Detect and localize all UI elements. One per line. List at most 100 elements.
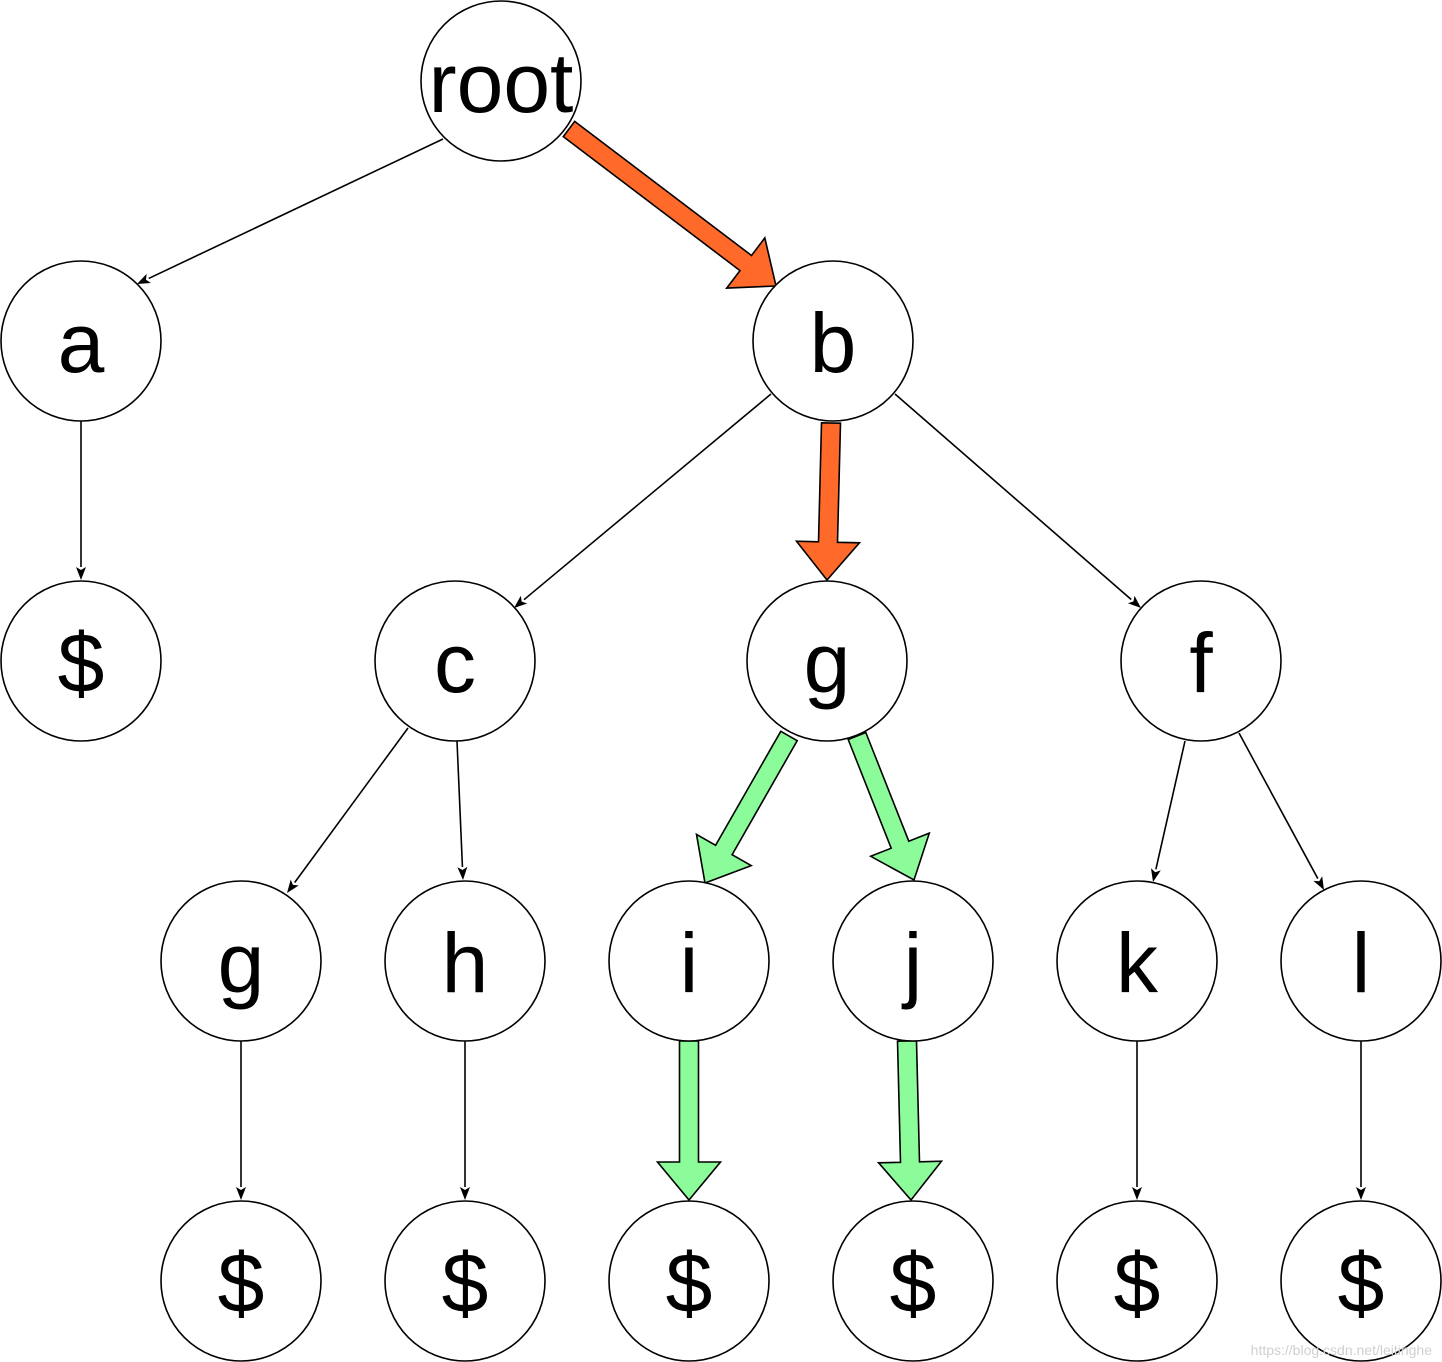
node-a: a: [0, 260, 162, 422]
edge-b-f: [894, 393, 1141, 608]
edge-h-h-end: [460, 1041, 470, 1200]
node-label: $: [218, 1236, 265, 1330]
node-label: i: [680, 916, 699, 1010]
node-label: $: [1114, 1236, 1161, 1330]
arrowhead: [236, 1187, 246, 1200]
arrowhead: [460, 1187, 470, 1200]
node-circle: [384, 880, 546, 1042]
arrowhead: [1313, 876, 1324, 890]
node-label: b: [810, 296, 857, 390]
node-root: root: [420, 0, 582, 162]
arrowhead: [514, 595, 528, 608]
node-label: g: [804, 616, 851, 710]
arrowhead: [137, 273, 151, 284]
edge-root-a: [137, 138, 444, 284]
edge-g2-g2-end: [236, 1041, 246, 1200]
node-label: $: [442, 1236, 489, 1330]
node-circle: [384, 1200, 546, 1362]
node-j-end: $: [832, 1200, 994, 1362]
node-circle: [1120, 580, 1282, 742]
arrowhead: [457, 866, 468, 880]
green-highlight-arrow: [695, 730, 799, 885]
arrowhead: [1132, 1187, 1142, 1200]
node-circle: [1056, 1200, 1218, 1362]
node-label: a: [58, 296, 105, 390]
node-circle: [0, 260, 162, 422]
arrowhead: [1356, 1187, 1366, 1200]
node-h: h: [384, 880, 546, 1042]
node-j: j: [832, 880, 994, 1042]
edge-g1-j: [847, 731, 931, 882]
node-g2-end: $: [160, 1200, 322, 1362]
orange-highlight-arrow: [562, 120, 777, 289]
edge-line: [148, 138, 444, 280]
green-highlight-arrow: [655, 1040, 723, 1202]
node-circle: [0, 580, 162, 742]
edge-k-k-end: [1132, 1041, 1142, 1200]
node-label: h: [442, 916, 489, 1010]
node-label: j: [901, 916, 923, 1010]
edge-root-b: [562, 120, 777, 289]
node-label: l: [1352, 916, 1371, 1010]
node-circle: [1056, 880, 1218, 1042]
node-label: c: [434, 616, 476, 710]
arrowhead: [287, 879, 299, 893]
node-circle: [420, 0, 582, 162]
edge-b-c: [514, 393, 772, 608]
node-g2: g: [160, 880, 322, 1042]
node-l: l: [1280, 880, 1442, 1042]
node-circle: [608, 880, 770, 1042]
edge-i-i-end: [655, 1040, 723, 1202]
node-circle: [160, 880, 322, 1042]
edge-c-h: [456, 740, 468, 880]
node-i-end: $: [608, 1200, 770, 1362]
edge-line: [1155, 740, 1186, 870]
node-circle: [608, 1200, 770, 1362]
node-label: f: [1189, 616, 1213, 710]
edge-f-k: [1151, 740, 1186, 882]
arrowhead: [1127, 595, 1141, 608]
node-f: f: [1120, 580, 1282, 742]
node-circle: [1280, 880, 1442, 1042]
orange-highlight-arrow: [794, 421, 862, 582]
edge-line: [523, 393, 772, 601]
node-i: i: [608, 880, 770, 1042]
edge-line: [294, 727, 409, 883]
node-g1: g: [746, 580, 908, 742]
node-a-end: $: [0, 580, 162, 742]
node-circle: [374, 580, 536, 742]
node-circle: [832, 880, 994, 1042]
node-label: $: [890, 1236, 937, 1330]
node-l-end: $: [1280, 1200, 1442, 1362]
edge-a-a-end: [76, 421, 86, 580]
node-circle: [160, 1200, 322, 1362]
edge-line: [894, 393, 1132, 601]
edge-b-g1: [794, 421, 862, 582]
edge-l-l-end: [1356, 1041, 1366, 1200]
node-label: $: [1338, 1236, 1385, 1330]
node-circle: [832, 1200, 994, 1362]
edge-line: [1238, 732, 1319, 879]
edges-layer: [76, 120, 1366, 1202]
node-label: k: [1116, 916, 1159, 1010]
node-h-end: $: [384, 1200, 546, 1362]
node-label: root: [429, 36, 574, 130]
edge-j-j-end: [876, 1039, 944, 1202]
node-label: g: [218, 916, 265, 1010]
green-highlight-arrow: [876, 1039, 944, 1202]
edge-c-g2: [287, 727, 409, 893]
green-highlight-arrow: [847, 731, 931, 882]
arrowhead: [1151, 868, 1161, 882]
node-circle: [1280, 1200, 1442, 1362]
edge-g1-i: [695, 730, 799, 885]
arrowhead: [76, 567, 86, 580]
edge-f-l: [1238, 732, 1324, 890]
watermark-text: https://blog.csdn.net/leitinghe: [1250, 1342, 1432, 1358]
node-b: b: [752, 260, 914, 422]
node-circle: [746, 580, 908, 742]
node-k-end: $: [1056, 1200, 1218, 1362]
edge-line: [456, 740, 464, 868]
node-label: $: [58, 616, 105, 710]
